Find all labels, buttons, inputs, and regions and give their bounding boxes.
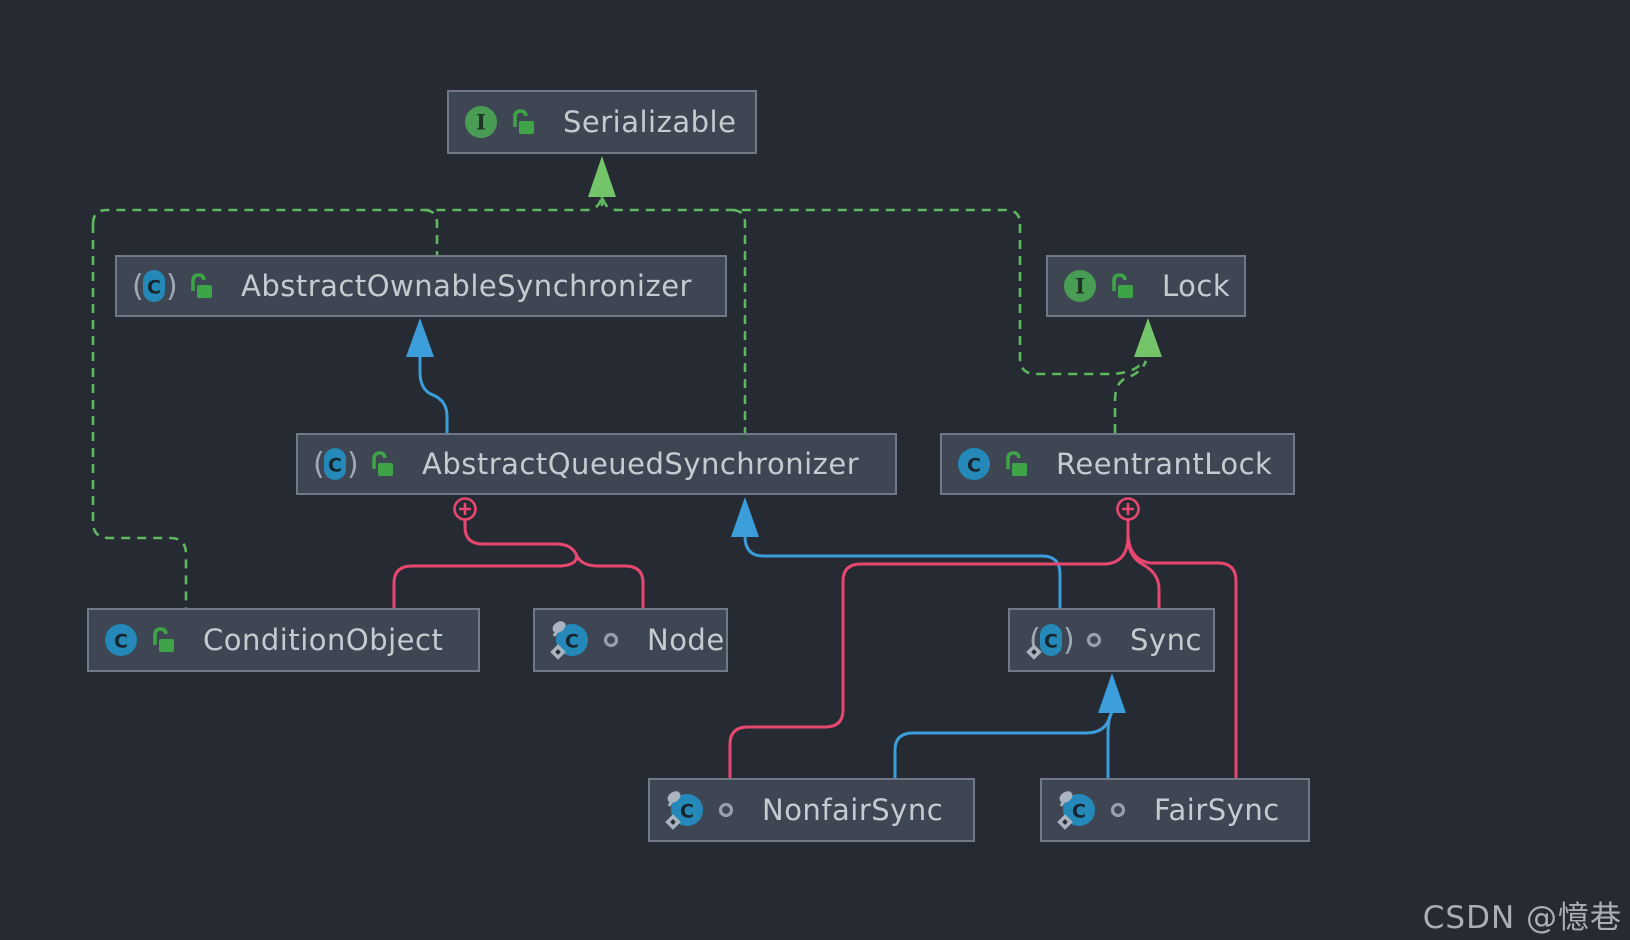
abstract-class-icon: ( C )	[313, 447, 358, 482]
class-name: AbstractQueuedSynchronizer	[422, 447, 860, 481]
svg-text:C: C	[328, 455, 342, 477]
public-lock-icon	[372, 451, 393, 476]
abstract-static-class-icon: ( C )	[1026, 623, 1074, 660]
edge-aqs-inner-node	[574, 553, 645, 608]
package-private-icon	[718, 802, 734, 818]
public-lock-icon	[1112, 273, 1133, 298]
class-name: ConditionObject	[203, 623, 444, 657]
class-name: Node	[647, 623, 725, 657]
expand-anchor-reentrantlock[interactable]	[1116, 497, 1140, 521]
class-node-lock[interactable]: I Lock	[1046, 255, 1246, 317]
svg-text:(: (	[313, 447, 325, 482]
class-name: Serializable	[563, 105, 737, 139]
arrowhead-lock	[1134, 318, 1162, 357]
extends-arrowheads	[406, 318, 1126, 713]
arrowhead-aqs	[731, 497, 759, 537]
svg-text:(: (	[1029, 623, 1041, 658]
public-lock-icon	[153, 627, 174, 652]
svg-text:): )	[166, 269, 177, 304]
edge-reentrantlock-implements-serializable	[1018, 224, 1146, 376]
class-node-abstract-queued-synchronizer[interactable]: ( C ) AbstractQueuedSynchronizer	[296, 433, 897, 495]
svg-text:C: C	[680, 801, 694, 823]
svg-text:C: C	[1044, 631, 1058, 653]
static-diamond-mark	[1026, 644, 1042, 660]
abstract-class-icon: ( C )	[132, 269, 177, 304]
svg-text:C: C	[114, 631, 128, 653]
class-name: FairSync	[1154, 793, 1280, 827]
class-name: Lock	[1162, 269, 1231, 303]
class-node-serializable[interactable]: I Serializable	[447, 90, 757, 154]
edge-aqs-extends-aos	[418, 356, 449, 433]
edge-reentrantlock-inner-fairsync	[1126, 535, 1238, 778]
arrowhead-serializable	[588, 156, 616, 197]
class-node-fair-sync[interactable]: C FairSync	[1040, 778, 1310, 842]
edge-aos-implements-serializable	[424, 208, 439, 255]
edge-aqs-implements-serializable	[732, 208, 747, 433]
svg-text:I: I	[476, 110, 486, 135]
svg-text:C: C	[147, 277, 161, 299]
edge-reentrantlock-implements-lock	[1113, 360, 1148, 433]
static-final-class-icon: C	[1057, 791, 1095, 830]
public-lock-icon	[191, 273, 212, 298]
interface-icon: I	[465, 106, 497, 138]
final-key-mark	[667, 791, 681, 807]
class-icon: C	[958, 448, 990, 480]
edge-conditionobject-implements-serializable	[91, 224, 188, 608]
static-final-class-icon: C	[665, 791, 703, 830]
arrowhead-aos	[406, 318, 434, 357]
interface-icon: I	[1064, 270, 1096, 302]
realization-edges	[91, 194, 1148, 608]
svg-text:): )	[1063, 623, 1074, 658]
inner-class-edges	[392, 520, 1238, 778]
class-name: NonfairSync	[762, 793, 944, 827]
class-node-nonfair-sync[interactable]: C NonfairSync	[648, 778, 975, 842]
static-diamond-mark	[1057, 814, 1073, 830]
edge-aqs-inner-conditionobject	[392, 520, 578, 608]
class-node-abstract-ownable-synchronizer[interactable]: ( C ) AbstractOwnableSynchronizer	[115, 255, 727, 317]
edge-bus-left	[91, 198, 603, 225]
class-name: ReentrantLock	[1056, 447, 1273, 481]
svg-text:C: C	[1072, 801, 1086, 823]
static-final-class-icon: C	[550, 621, 588, 660]
realization-arrowheads	[588, 156, 1162, 357]
edge-sync-extends-aqs	[743, 535, 1062, 608]
package-private-icon	[603, 632, 619, 648]
public-lock-icon	[513, 109, 534, 134]
class-icon: C	[105, 624, 137, 656]
csdn-watermark: CSDN @憶巷	[1422, 900, 1622, 936]
svg-text:): )	[347, 447, 358, 482]
class-name: AbstractOwnableSynchronizer	[241, 269, 692, 303]
svg-text:C: C	[967, 455, 981, 477]
extends-edges	[418, 356, 1114, 778]
class-node-reentrant-lock[interactable]: C ReentrantLock	[940, 433, 1295, 495]
arrowhead-sync	[1098, 673, 1126, 713]
class-node-condition-object[interactable]: C ConditionObject	[87, 608, 480, 672]
svg-text:I: I	[1075, 274, 1085, 299]
svg-text:(: (	[132, 269, 144, 304]
public-lock-icon	[1006, 451, 1027, 476]
expand-anchor-aqs[interactable]	[453, 497, 477, 521]
class-name: Sync	[1130, 623, 1202, 657]
final-key-mark	[552, 621, 566, 637]
inner-class-anchors	[453, 497, 1140, 521]
svg-text:C: C	[565, 631, 579, 653]
edge-bus-right	[601, 198, 1022, 225]
class-node-node[interactable]: C Node	[533, 608, 728, 672]
package-private-icon	[1110, 802, 1126, 818]
final-key-mark	[1059, 791, 1073, 807]
edge-reentrantlock-inner-nonfairsync	[728, 535, 1130, 778]
edge-nonfairsync-extends-sync	[893, 715, 1112, 778]
package-private-icon	[1086, 632, 1102, 648]
class-node-sync[interactable]: ( C ) Sync	[1008, 608, 1215, 672]
